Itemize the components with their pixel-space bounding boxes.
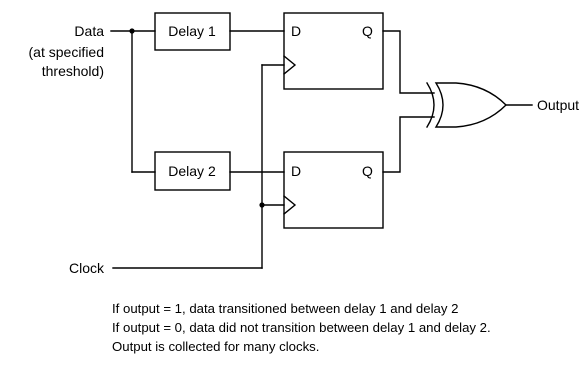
- flipflop-top-d-label: D: [291, 23, 301, 39]
- delay-1-label: Delay 1: [168, 23, 216, 39]
- flipflop-top-box: [283, 12, 384, 90]
- data-threshold-label-line1: (at specified: [29, 44, 104, 60]
- flipflop-bottom-box: [283, 151, 384, 229]
- flipflop-bottom-clock-triangle: [283, 195, 297, 215]
- q-bottom-to-xor-wire: [382, 116, 435, 173]
- output-label: Output: [537, 97, 579, 113]
- data-input-wire: [110, 30, 156, 173]
- note-output-one: If output = 1, data transitioned between…: [112, 301, 459, 316]
- delay-2-box: [154, 151, 231, 191]
- flipflop-bottom-q-label: Q: [362, 163, 373, 179]
- clock-junction-dot: [259, 202, 265, 208]
- note-many-clocks: Output is collected for many clocks.: [112, 339, 320, 354]
- flipflop-top-clock-triangle: [283, 55, 297, 75]
- xor-gate-input-arc: [426, 82, 435, 128]
- delay-2-label: Delay 2: [168, 163, 216, 179]
- diagram-labels: Data (at specified threshold) Clock Dela…: [29, 23, 580, 276]
- data-input-label: Data: [74, 23, 104, 39]
- explanation-notes: If output = 1, data transitioned between…: [112, 299, 491, 356]
- clock-input-label: Clock: [69, 260, 105, 276]
- q-top-to-xor-wire: [382, 30, 435, 94]
- flipflop-bottom-d-label: D: [291, 163, 301, 179]
- clock-wire: [112, 64, 285, 269]
- note-output-zero: If output = 0, data did not transition b…: [112, 320, 491, 335]
- data-junction-dot: [129, 28, 135, 34]
- data-threshold-label-line2: threshold): [42, 63, 104, 79]
- xor-gate-body: [434, 82, 507, 128]
- flipflop-top-q-label: Q: [362, 23, 373, 39]
